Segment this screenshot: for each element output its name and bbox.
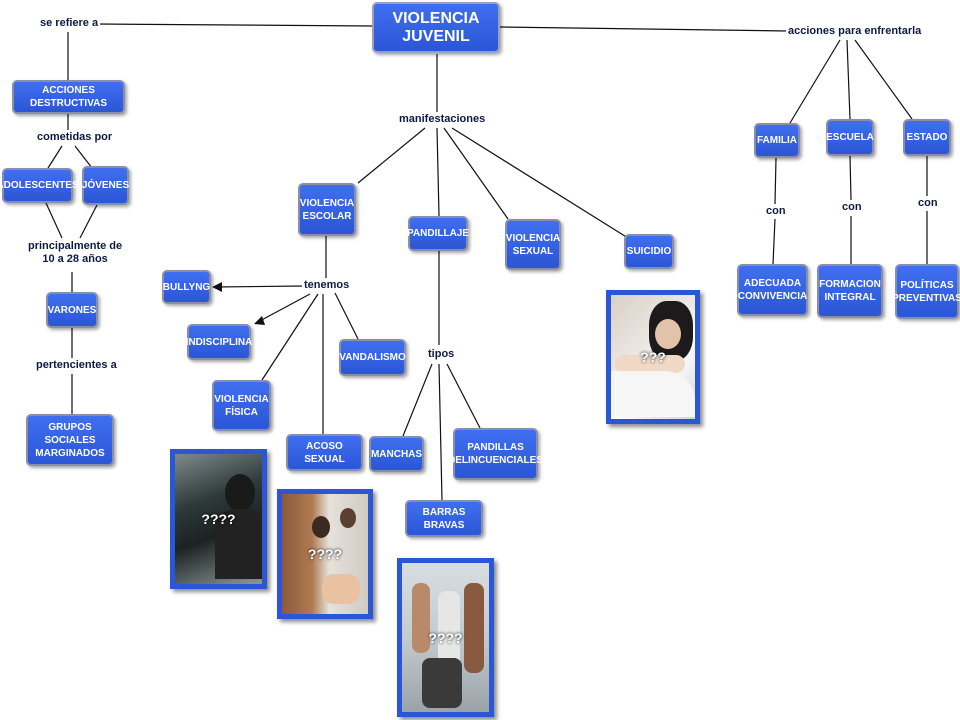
label-principalmente: principalmente de 10 a 28 años bbox=[26, 240, 125, 266]
photo-acoso-sexual-caption: ???? bbox=[307, 546, 343, 562]
label-acciones-para-enfrentarla: acciones para enfrentarla bbox=[786, 25, 924, 38]
node-grupos-sociales[interactable]: GRUPOS SOCIALES MARGINADOS bbox=[26, 414, 114, 466]
photo-pandillas-caption: ???? bbox=[428, 629, 463, 646]
label-cometidas-por: cometidas por bbox=[35, 131, 115, 144]
node-jovenes[interactable]: JÓVENES bbox=[82, 166, 129, 205]
node-indisciplina[interactable]: INDISCIPLINA bbox=[186, 324, 252, 360]
node-acoso-sexual[interactable]: ACOSO SEXUAL bbox=[286, 434, 363, 471]
label-se-refiere-a: se refiere a bbox=[38, 17, 101, 30]
node-varones[interactable]: VARONES bbox=[46, 292, 98, 328]
node-acciones-destructivas[interactable]: ACCIONES DESTRUCTIVAS bbox=[12, 80, 125, 114]
label-con-escuela: con bbox=[840, 201, 864, 214]
node-manchas[interactable]: MANCHAS bbox=[369, 436, 424, 472]
photo-pandillas: ???? bbox=[397, 558, 494, 717]
label-tipos: tipos bbox=[426, 348, 457, 361]
photo-suicidio: ??? bbox=[606, 290, 700, 424]
root-node-violencia-juvenil[interactable]: VIOLENCIA JUVENIL bbox=[372, 2, 500, 53]
node-violencia-escolar[interactable]: VIOLENCIA ESCOLAR bbox=[298, 183, 356, 236]
photo-violencia-fisica: ???? bbox=[170, 449, 267, 589]
node-adecuada-convivencia[interactable]: ADECUADA CONVIVENCIA bbox=[737, 264, 808, 316]
photo-suicidio-caption: ??? bbox=[640, 349, 666, 365]
node-barras-bravas[interactable]: BARRAS BRAVAS bbox=[405, 500, 483, 537]
node-vandalismo[interactable]: VANDALISMO bbox=[339, 339, 406, 376]
node-formacion-integral[interactable]: FORMACION INTEGRAL bbox=[817, 264, 883, 318]
photo-violencia-fisica-caption: ???? bbox=[201, 511, 236, 527]
label-tenemos: tenemos bbox=[302, 279, 352, 292]
node-estado[interactable]: ESTADO bbox=[903, 119, 951, 156]
node-pandillaje[interactable]: PANDILLAJE bbox=[407, 216, 469, 251]
node-politicas-preventivas[interactable]: POLÍTICAS PREVENTIVAS bbox=[892, 264, 960, 319]
label-con-familia: con bbox=[764, 205, 788, 218]
label-pertencientes-a: pertencientes a bbox=[34, 359, 119, 372]
node-pandillas-delincuenciales[interactable]: PANDILLAS DELINCUENCIALES bbox=[448, 428, 543, 480]
photo-acoso-sexual: ???? bbox=[277, 489, 373, 619]
node-violencia-fisica[interactable]: VIOLENCIA FÍSICA bbox=[212, 380, 271, 431]
node-familia[interactable]: FAMILIA bbox=[754, 123, 800, 158]
node-bullyng[interactable]: BULLYNG bbox=[162, 270, 211, 304]
label-manifestaciones: manifestaciones bbox=[397, 113, 488, 126]
node-violencia-sexual[interactable]: VIOLENCIA SEXUAL bbox=[505, 219, 561, 270]
node-suicidio[interactable]: SUICIDIO bbox=[624, 234, 674, 269]
label-con-estado: con bbox=[916, 197, 940, 210]
node-escuela[interactable]: ESCUELA bbox=[826, 119, 874, 156]
node-adolescentes[interactable]: ADOLESCENTES bbox=[0, 168, 79, 203]
